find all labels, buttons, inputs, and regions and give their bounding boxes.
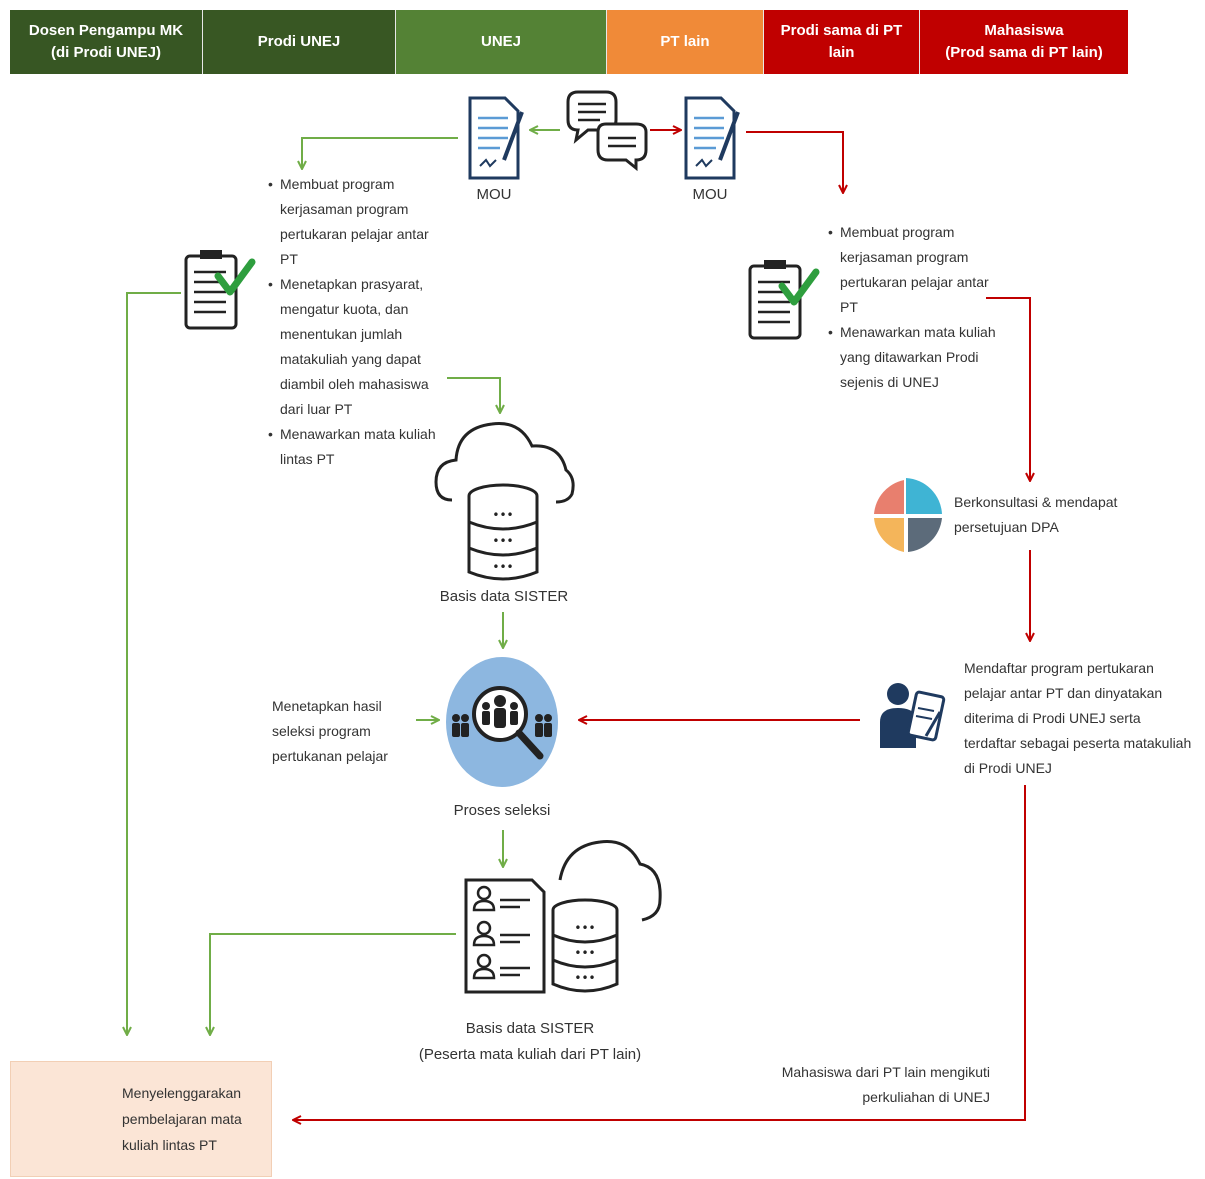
sister-db-participants-label: Basis data SISTER (Peserta mata kuliah d…: [418, 1020, 642, 1063]
lane-dosen-pengampu: Dosen Pengampu MK (di Prodi UNEJ): [10, 10, 203, 74]
participants-list-icon: [464, 878, 546, 994]
sister-db-label: Basis data SISTER: [439, 588, 569, 605]
puzzle-consultation-icon: [874, 478, 942, 552]
lane-prodi-unej: Prodi UNEJ: [203, 10, 396, 74]
red-arrows: [294, 130, 1030, 1120]
unej-task-1: Membuat program kerjasaman program pertu…: [268, 172, 448, 272]
svg-text:•••: •••: [574, 971, 595, 985]
arrow-tasks-to-sister: [447, 377, 500, 412]
final-activity-box: [10, 1061, 272, 1177]
selection-process-icon: [446, 657, 558, 787]
final-activity-text: Menyelenggarakan pembelajaran mata kulia…: [122, 1085, 242, 1153]
svg-text:•••: •••: [492, 534, 513, 548]
svg-text:•••: •••: [574, 921, 595, 935]
mendaftar-text: Mendaftar program pertukaran pelajar ant…: [964, 660, 1192, 776]
lane-pt-lain: PT lain: [607, 10, 764, 74]
menetapkan-text: Menetapkan hasil seleksi program pertuka…: [272, 698, 388, 764]
svg-text:•••: •••: [574, 946, 595, 960]
checklist-icon-right: [748, 260, 820, 340]
svg-text:•••: •••: [492, 560, 513, 574]
checklist-icon-left: [184, 250, 256, 330]
lane-unej: UNEJ: [396, 10, 607, 74]
lane-mahasiswa: Mahasiswa (Prod sama di PT lain): [920, 10, 1128, 74]
mou-label-left: MOU: [476, 186, 512, 203]
green-arrows: [127, 130, 560, 1034]
ptlain-task-list: Membuat program kerjasaman program pertu…: [826, 220, 998, 395]
konsultasi-text: Berkonsultasi & mendapat persetujuan DPA: [954, 494, 1118, 535]
arrow-to-final-left: [127, 292, 181, 1034]
seleksi-label: Proses seleksi: [453, 802, 551, 819]
svg-text:•••: •••: [492, 508, 513, 522]
cloud-database-icon: ••• ••• •••: [434, 421, 575, 581]
chat-bubbles-icon: [566, 90, 648, 172]
ptlain-task-2: Menawarkan mata kuliah yang ditawarkan P…: [828, 320, 998, 395]
ptlain-task-1: Membuat program kerjasaman program pertu…: [828, 220, 998, 320]
mou-document-icon-right: [684, 96, 740, 180]
arrow-mou-to-ptlain-tasks: [746, 131, 843, 192]
swimlane-header: Dosen Pengampu MK (di Prodi UNEJ) Prodi …: [10, 10, 1128, 74]
arrow-sister2-to-final: [210, 933, 456, 1034]
arrow-mahasiswa-to-final: [294, 785, 1026, 1120]
mou-label-right: MOU: [692, 186, 728, 203]
unej-task-2: Menetapkan prasyarat, mengatur kuota, da…: [268, 272, 448, 422]
mou-document-icon-left: [468, 96, 524, 180]
mahasiswa-note: Mahasiswa dari PT lain mengikuti perkuli…: [781, 1064, 990, 1105]
cloud-database-icon-2: ••• ••• •••: [551, 839, 662, 993]
lane-prodi-sama: Prodi sama di PT lain: [764, 10, 920, 74]
unej-task-3: Menawarkan mata kuliah lintas PT: [268, 422, 448, 472]
person-registration-icon: [880, 683, 946, 748]
unej-task-list: Membuat program kerjasaman program pertu…: [266, 172, 448, 472]
arrow-tasks-to-konsultasi: [986, 297, 1030, 480]
arrow-mou-to-unej-tasks: [302, 137, 458, 168]
